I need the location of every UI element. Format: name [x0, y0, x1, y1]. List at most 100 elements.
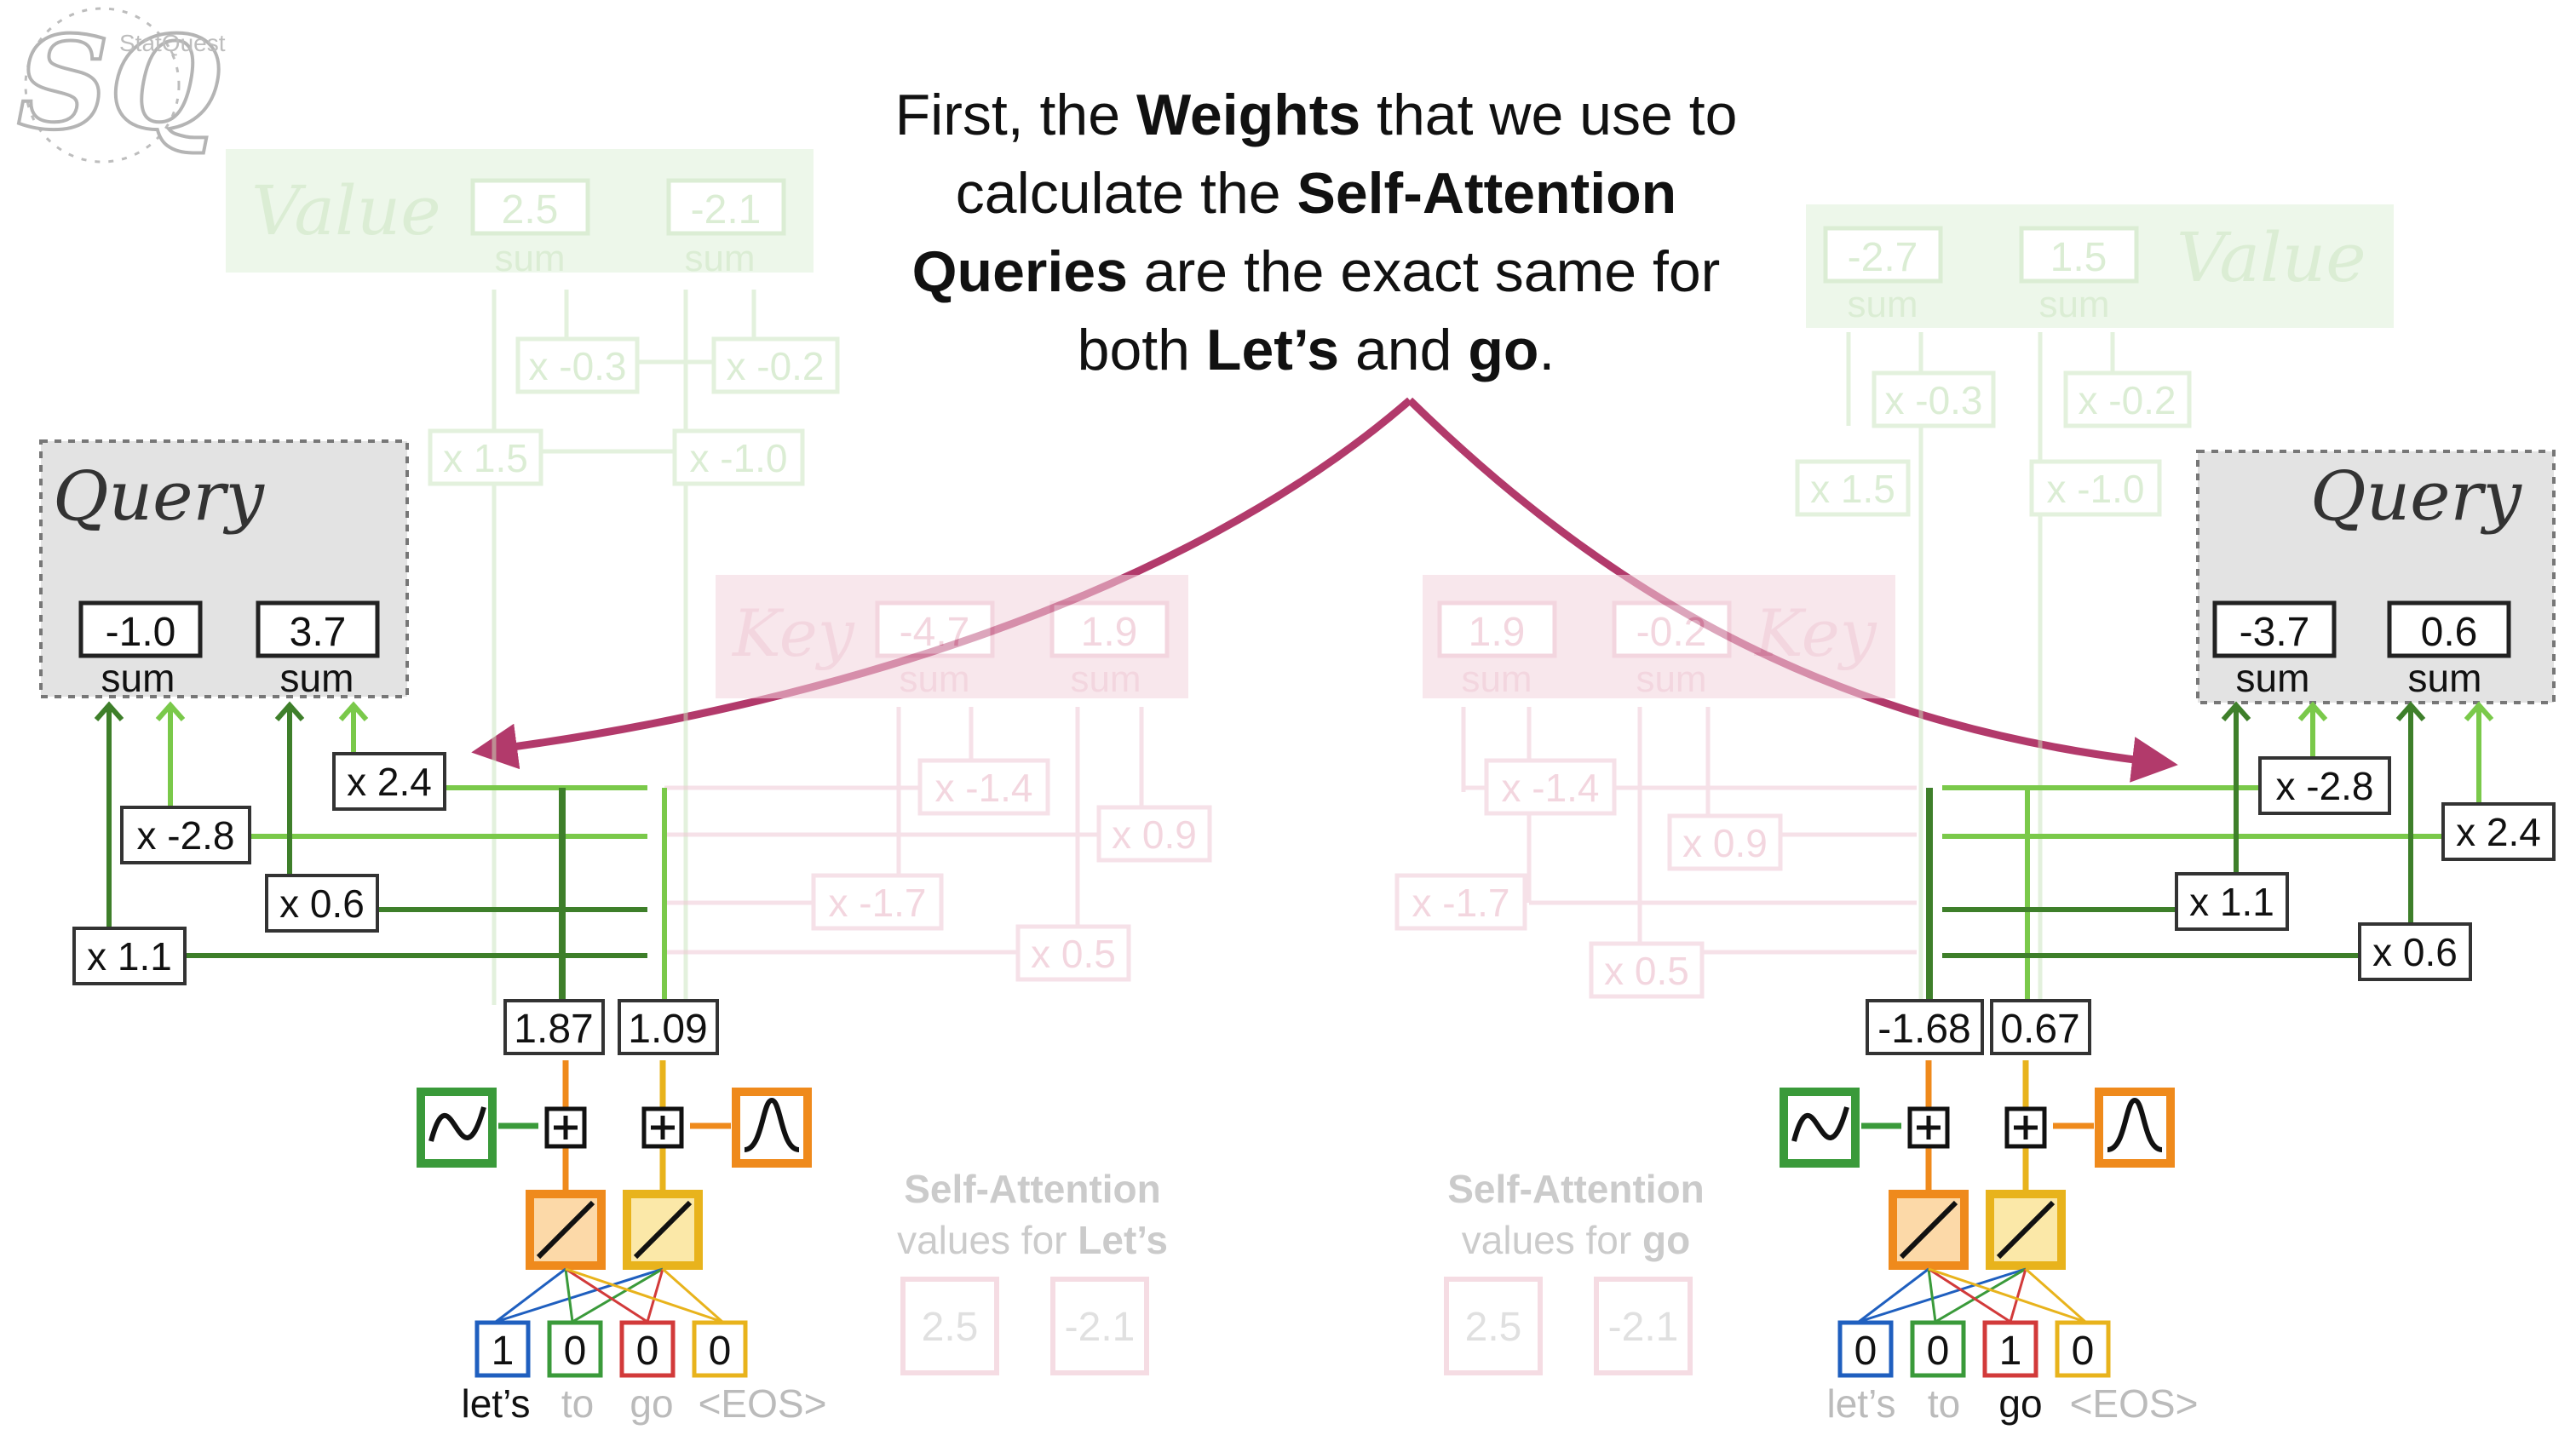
left-token-1: let’s	[462, 1381, 531, 1426]
right-query-weight-3: x 1.1	[2189, 880, 2274, 924]
caption-line-1: First, the Weights that we use to	[895, 83, 1738, 147]
left-key-panel: Key -4.7 1.9 sum sum x -1.4 x 0.9 x -1.7	[664, 575, 1212, 982]
right-query-sum-1: sum	[2236, 656, 2310, 700]
right-key-weight-4: x 0.5	[1604, 949, 1689, 993]
right-key-weight-3: x -1.7	[1412, 881, 1509, 925]
caption: First, the Weights that we use to calcul…	[895, 83, 1738, 382]
right-sa-title: Self-Attention	[1447, 1167, 1705, 1211]
left-value-title: Value	[251, 171, 441, 250]
left-value-weight-4: x -1.0	[689, 436, 787, 480]
right-outputs: -1.68 0.67	[1866, 999, 2091, 1055]
left-sa-value-1: 2.5	[922, 1305, 979, 1350]
cosine-icon	[2107, 1097, 2163, 1152]
left-value-weight-1: x 1.5	[443, 436, 528, 480]
statquest-logo: SQ StatQuest	[15, 7, 226, 164]
left-input-1: 1	[492, 1329, 515, 1374]
right-query-value-1: -3.7	[2240, 610, 2310, 655]
right-value-title: Value	[2176, 218, 2366, 297]
caption-line-2: calculate the Self-Attention	[956, 161, 1676, 226]
left-output-1: 1.87	[514, 1007, 593, 1052]
left-value-weight-3: x -0.2	[726, 344, 824, 388]
right-value-value-1: -2.7	[1848, 235, 1918, 280]
right-sa-value-1: 2.5	[1465, 1305, 1522, 1350]
right-token-4: <EOS>	[2070, 1381, 2199, 1426]
right-value-weight-2: x -0.3	[1884, 378, 1982, 422]
right-token-1: let’s	[1827, 1381, 1896, 1426]
right-query-panel: Query -3.7 0.6 sum sum	[2196, 450, 2556, 704]
left-key-weight-3: x -1.7	[828, 881, 926, 925]
right-input-2: 0	[1927, 1329, 1950, 1374]
left-query-weight-2: x -2.8	[136, 813, 234, 858]
left-token-2: to	[561, 1381, 594, 1426]
right-key-value-2: -0.2	[1636, 610, 1707, 655]
right-value-weight-4: x -1.0	[2046, 467, 2144, 511]
right-value-sum-2: sum	[2038, 284, 2109, 325]
logo-subtitle: StatQuest	[119, 30, 226, 56]
right-token-2: to	[1928, 1381, 1960, 1426]
left-query-value-2: 3.7	[290, 610, 347, 655]
left-sa-value-2: -2.1	[1065, 1305, 1136, 1350]
right-self-attention-values: Self-Attention values for go 2.5 -2.1	[1444, 1167, 1705, 1375]
left-output-2: 1.09	[628, 1007, 707, 1052]
left-encoding	[417, 1060, 812, 1323]
right-key-title: Key	[1753, 595, 1877, 671]
left-key-sum-2: sum	[1070, 658, 1141, 700]
left-query-weights: x 2.4 x -2.8 x 0.6 x 1.1	[72, 752, 446, 985]
left-query-weight-3: x 0.6	[279, 881, 365, 926]
logo-mark: SQ	[17, 9, 221, 158]
right-query-value-2: 0.6	[2421, 610, 2478, 655]
right-key-weight-1: x -1.4	[1501, 766, 1599, 810]
left-outputs: 1.87 1.09	[503, 999, 719, 1055]
right-tokens: let’s to go <EOS>	[1827, 1381, 2199, 1426]
left-key-value-2: 1.9	[1081, 610, 1138, 655]
right-encoding	[1780, 1060, 2175, 1323]
left-key-sum-1: sum	[899, 658, 969, 700]
left-network: Value 2.5 -2.1 sum sum x -0.3 x -0.2 x 1…	[39, 149, 1212, 1426]
left-query-weight-4: x 1.1	[87, 934, 172, 979]
left-value-value-1: 2.5	[502, 187, 559, 233]
right-key-value-1: 1.9	[1469, 610, 1526, 655]
left-value-sum-1: sum	[494, 238, 565, 279]
left-value-value-2: -2.1	[691, 187, 762, 233]
caption-line-4: both Let’s and go.	[1078, 318, 1555, 382]
cosine-icon	[744, 1097, 800, 1152]
left-input-4: 0	[709, 1329, 732, 1374]
left-query-sum-2: sum	[280, 656, 354, 700]
right-query-weight-4: x 0.6	[2372, 930, 2458, 974]
right-value-value-2: 1.5	[2050, 235, 2107, 280]
left-input-3: 0	[636, 1329, 659, 1374]
left-value-weight-2: x -0.3	[528, 344, 626, 388]
right-key-panel: 1.9 -0.2 Key sum sum x -1.4 x 0.9 x -1.7…	[1394, 575, 1917, 999]
right-value-panel: -2.7 1.5 sum sum Value x -0.3 x -0.2 x 1…	[1795, 204, 2394, 1005]
right-output-1: -1.68	[1877, 1007, 1970, 1052]
right-input-1: 0	[1854, 1329, 1877, 1374]
left-query-sum-1: sum	[101, 656, 175, 700]
right-input-3: 1	[1999, 1329, 2022, 1374]
left-one-hot: 1 0 0 0	[474, 1320, 748, 1378]
left-input-2: 0	[564, 1329, 587, 1374]
left-token-3: go	[630, 1381, 673, 1426]
left-self-attention-values: Self-Attention values for Let’s 2.5 -2.1	[897, 1167, 1168, 1375]
right-token-3: go	[1998, 1381, 2042, 1426]
right-value-weight-3: x -0.2	[2078, 378, 2176, 422]
right-query-title: Query	[2310, 456, 2523, 536]
right-output-2: 0.67	[2000, 1007, 2079, 1052]
left-token-4: <EOS>	[699, 1381, 827, 1426]
left-value-panel: Value 2.5 -2.1 sum sum x -0.3 x -0.2 x 1…	[226, 149, 840, 1005]
left-key-weight-4: x 0.5	[1031, 932, 1116, 976]
left-key-value-1: -4.7	[900, 610, 970, 655]
sine-icon	[1791, 1106, 1849, 1142]
left-key-weight-2: x 0.9	[1112, 812, 1197, 857]
right-query-weights: x -2.8 x 2.4 x 1.1 x 0.6	[2175, 756, 2556, 981]
right-key-sum-2: sum	[1636, 658, 1706, 700]
left-key-weight-1: x -1.4	[934, 766, 1032, 810]
left-key-title: Key	[731, 595, 855, 671]
right-key-sum-1: sum	[1461, 658, 1532, 700]
right-sa-value-2: -2.1	[1608, 1305, 1679, 1350]
left-query-weight-1: x 2.4	[347, 760, 432, 804]
sine-icon	[428, 1106, 486, 1142]
right-network: -2.7 1.5 sum sum Value x -0.3 x -0.2 x 1…	[1394, 204, 2556, 1426]
right-input-4: 0	[2072, 1329, 2095, 1374]
right-value-sum-1: sum	[1847, 284, 1918, 325]
